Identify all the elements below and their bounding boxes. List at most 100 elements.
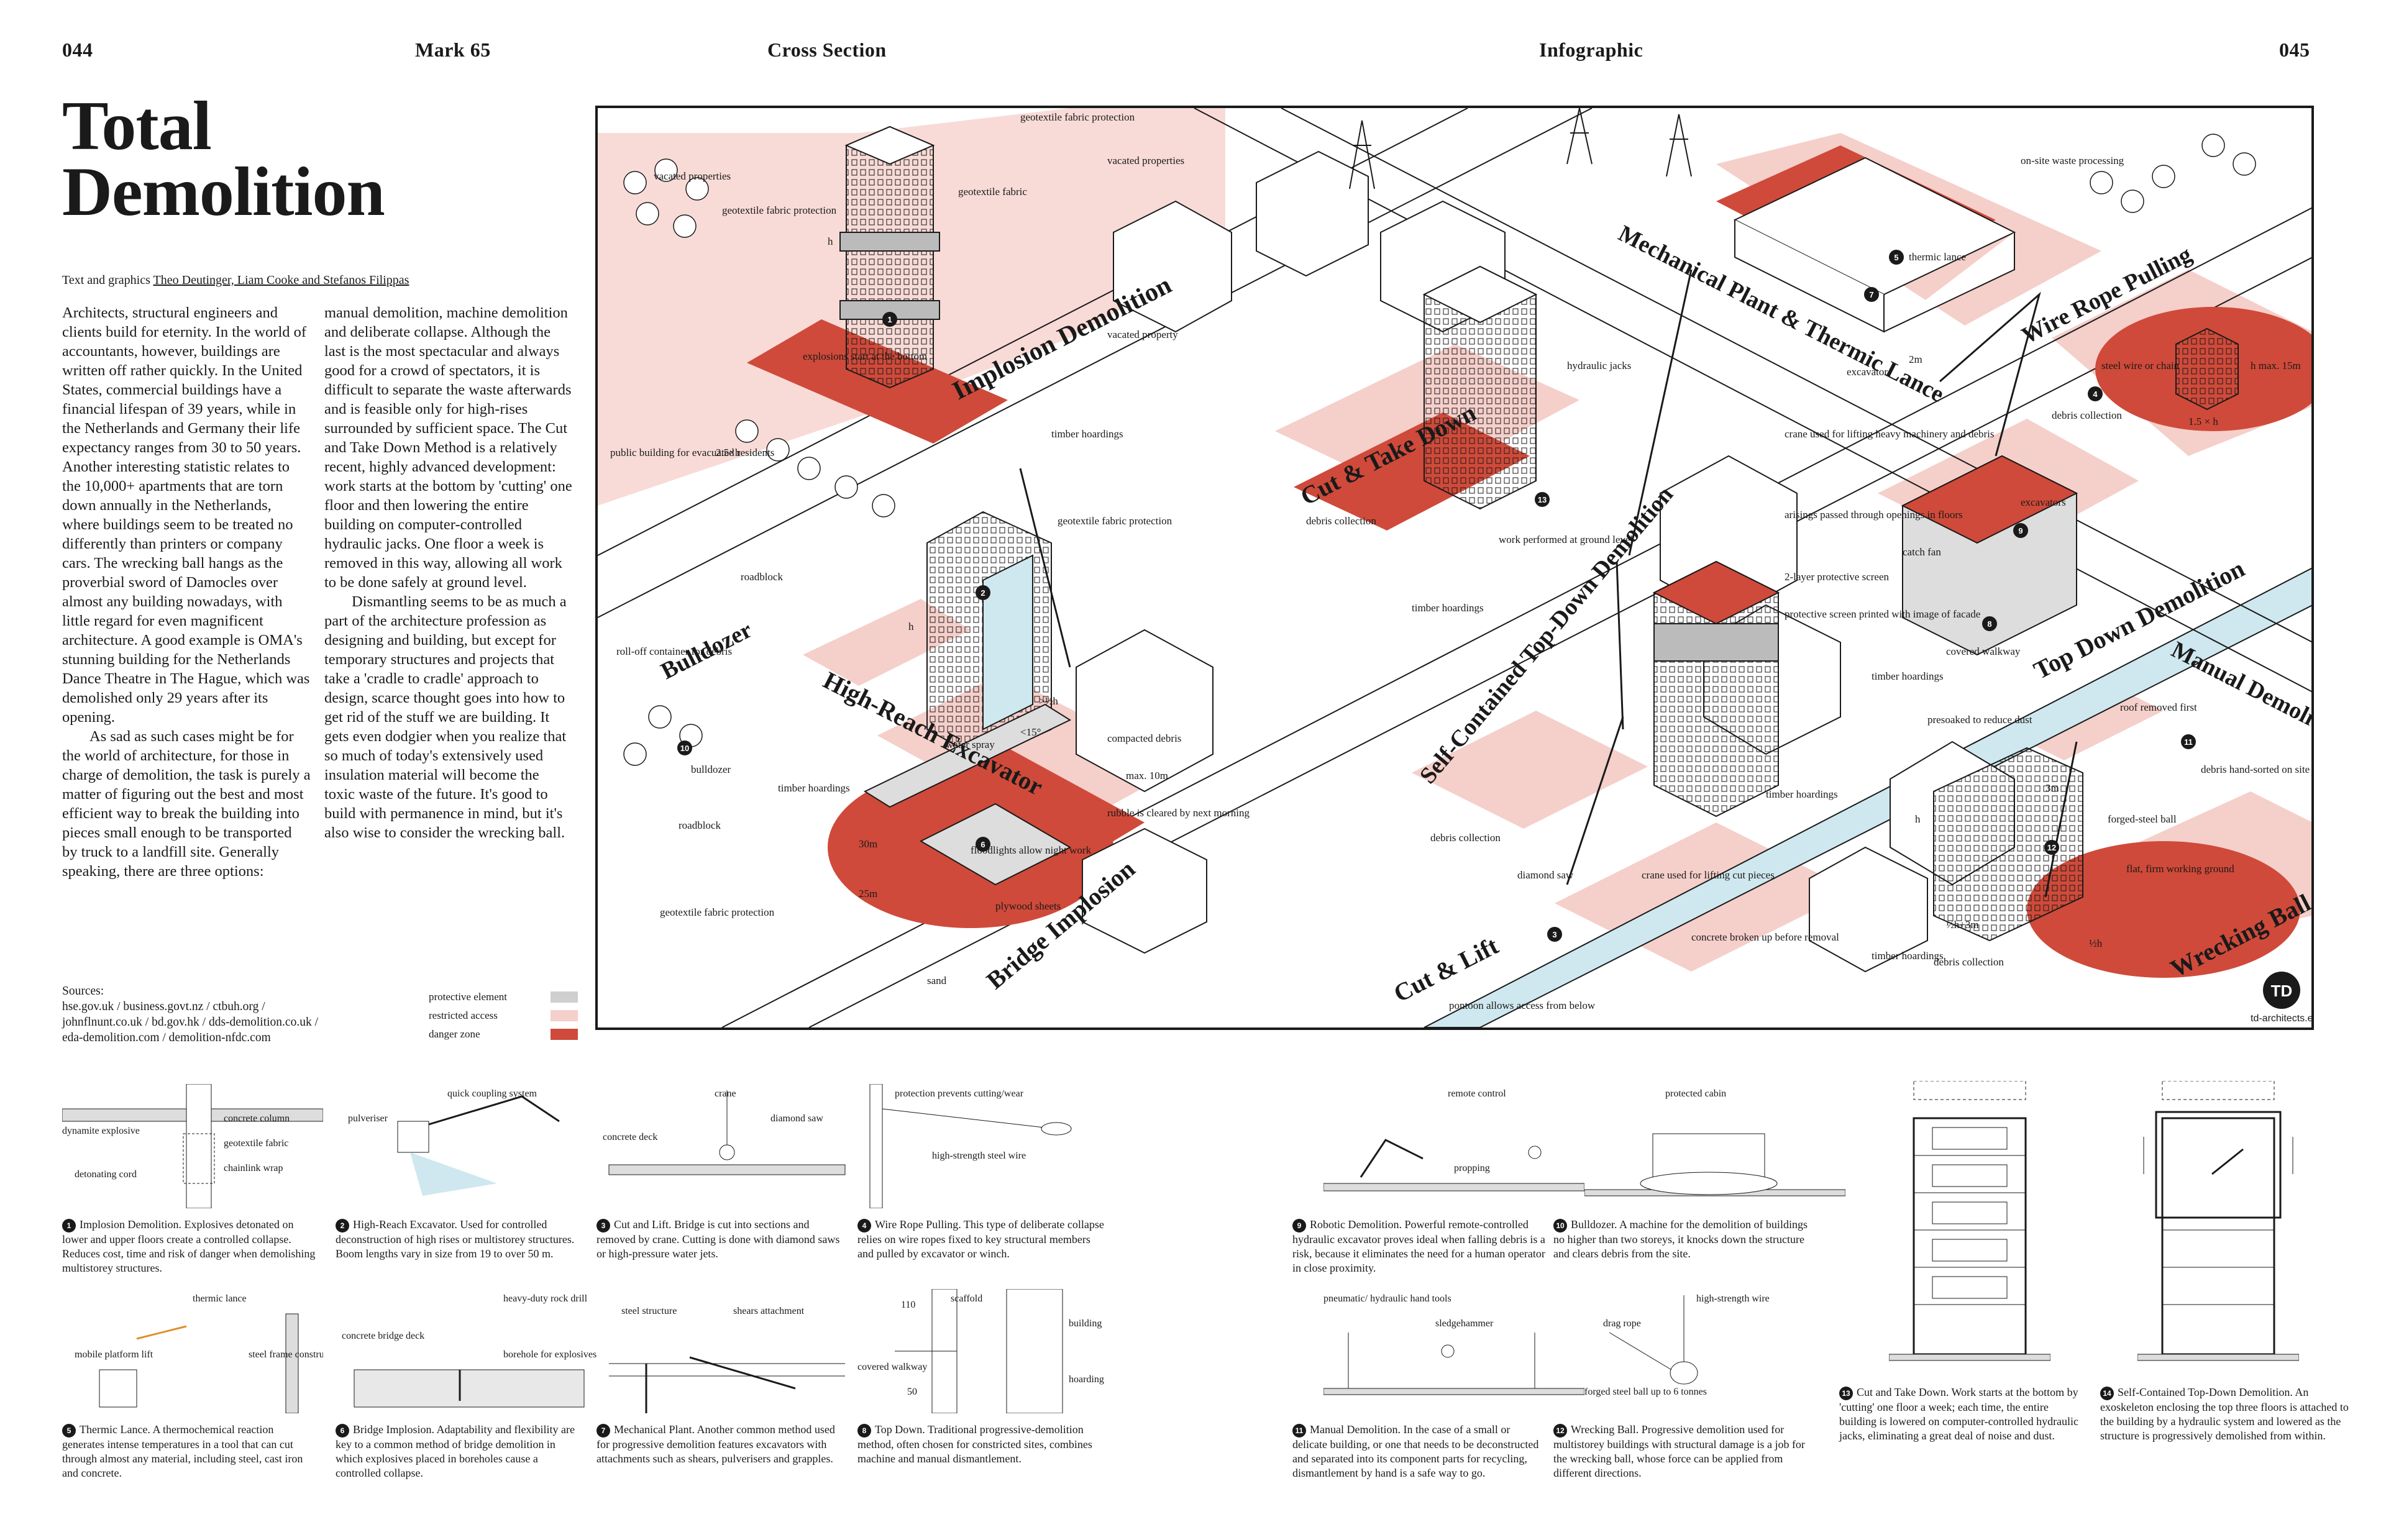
map-label: 25m bbox=[859, 888, 877, 900]
map-label: arisings passed through openings in floo… bbox=[1785, 509, 1963, 521]
map-label: on-site waste processing bbox=[2021, 155, 2124, 166]
svg-text:propping: propping bbox=[1454, 1163, 1490, 1173]
svg-text:12: 12 bbox=[2047, 843, 2056, 852]
svg-text:5: 5 bbox=[1894, 253, 1898, 262]
legend: protective element restricted access dan… bbox=[429, 988, 578, 1044]
map-label: roof removed first bbox=[2120, 701, 2197, 713]
body-column-2: manual demolition, machine demolition an… bbox=[324, 303, 573, 842]
diagram-4: protection prevents cutting/wear high-st… bbox=[857, 1084, 1118, 1208]
map-label: h bbox=[1915, 813, 1921, 825]
sources-line: eda-demolition.com / demolition-nfdc.com bbox=[62, 1031, 271, 1044]
map-label: concrete broken up before removal bbox=[1691, 931, 1839, 943]
article-credits: Text and graphics Theo Deutinger, Liam C… bbox=[62, 273, 409, 288]
svg-text:borehole for explosives: borehole for explosives bbox=[503, 1349, 596, 1360]
map-label: h max. 15m bbox=[2251, 360, 2301, 371]
legend-swatch bbox=[551, 991, 578, 1003]
svg-text:protected cabin: protected cabin bbox=[1665, 1088, 1726, 1099]
svg-text:sledgehammer: sledgehammer bbox=[1435, 1318, 1494, 1329]
svg-text:9: 9 bbox=[2018, 526, 2023, 535]
cranes bbox=[1019, 269, 2078, 898]
map-label: plywood sheets bbox=[995, 900, 1061, 912]
svg-text:13: 13 bbox=[1538, 495, 1547, 504]
svg-text:remote control: remote control bbox=[1448, 1088, 1506, 1099]
map-label: roll-off container for debris bbox=[616, 645, 732, 657]
map-canvas: 1 2 3 4 5 6 7 8 9 10 11 12 13 Implosion … bbox=[598, 108, 2311, 1027]
map-label: geotextile fabric protection bbox=[1020, 111, 1135, 123]
map-label: water spray bbox=[946, 739, 995, 750]
map-label: debris collection bbox=[1430, 832, 1501, 844]
svg-text:heavy-duty rock drill: heavy-duty rock drill bbox=[503, 1293, 588, 1304]
sources-line: johnflnunt.co.uk / bd.gov.hk / dds-demol… bbox=[62, 1016, 318, 1029]
isometric-map: 1 2 3 4 5 6 7 8 9 10 11 12 13 Implosion … bbox=[595, 106, 2314, 1030]
credits-names: Theo Deutinger, Liam Cooke and Stefanos … bbox=[153, 273, 409, 287]
diagram-12: high-strength wire drag rope forged stee… bbox=[1584, 1289, 1845, 1413]
svg-text:hoarding: hoarding bbox=[1069, 1374, 1104, 1385]
map-label: timber hoardings bbox=[778, 782, 850, 794]
title-line-2: Demolition bbox=[62, 153, 385, 230]
diagram-7: steel structure shears attachment bbox=[596, 1289, 857, 1413]
category-name: Infographic bbox=[1539, 39, 1643, 61]
svg-text:6: 6 bbox=[980, 840, 985, 849]
map-label: explosions start at the bottom bbox=[803, 350, 927, 362]
map-label: ½h bbox=[2089, 937, 2103, 949]
diagram-2: quick coupling system pulveriser bbox=[336, 1084, 596, 1208]
body-paragraph: As sad as such cases might be for the wo… bbox=[62, 728, 311, 880]
building-mechanical bbox=[1733, 157, 2016, 333]
sources: Sources: hse.gov.uk / business.govt.nz /… bbox=[62, 983, 410, 1046]
map-label: 2.5×h bbox=[716, 447, 741, 458]
svg-text:concrete deck: concrete deck bbox=[603, 1132, 657, 1142]
diagram-9: remote control propping bbox=[1323, 1084, 1584, 1208]
map-label: protective screen printed with image of … bbox=[1785, 608, 1980, 620]
diagram-1: dynamite explosive concrete column geote… bbox=[62, 1084, 323, 1208]
svg-text:dynamite explosive: dynamite explosive bbox=[62, 1126, 140, 1136]
map-label: timber hoardings bbox=[1872, 950, 1944, 962]
svg-text:8: 8 bbox=[1987, 619, 1991, 629]
map-label: presoaked to reduce dust bbox=[1927, 714, 2032, 726]
svg-text:high-strength steel wire: high-strength steel wire bbox=[932, 1150, 1026, 1161]
svg-text:1: 1 bbox=[887, 315, 892, 324]
map-labels: vacated properties geotextile fabric pro… bbox=[610, 111, 2310, 1011]
svg-text:concrete bridge deck: concrete bridge deck bbox=[342, 1331, 424, 1341]
body-paragraph: Architects, structural engineers and cli… bbox=[62, 304, 310, 726]
map-label: forged-steel ball bbox=[2108, 813, 2177, 825]
map-label: debris collection bbox=[1306, 515, 1376, 527]
svg-text:chainlink wrap: chainlink wrap bbox=[224, 1163, 283, 1173]
svg-text:2: 2 bbox=[980, 588, 985, 598]
map-label: catch fan bbox=[1903, 546, 1941, 558]
map-label: 2-layer protective screen bbox=[1785, 571, 1890, 583]
svg-text:high-strength wire: high-strength wire bbox=[1696, 1293, 1770, 1304]
diagram-3: crane diamond saw concrete deck bbox=[596, 1084, 857, 1208]
body-paragraph: Dismantling seems to be as much a part o… bbox=[324, 593, 567, 841]
tower-high-reach bbox=[926, 511, 1052, 762]
svg-text:thermic lance: thermic lance bbox=[193, 1293, 247, 1304]
svg-text:forged steel ball up to 6 tonn: forged steel ball up to 6 tonnes bbox=[1584, 1387, 1707, 1397]
map-label: 2m bbox=[1909, 353, 1922, 365]
map-label: vacated properties bbox=[654, 170, 731, 182]
body-column-1: Architects, structural engineers and cli… bbox=[62, 303, 311, 881]
svg-text:steel frame construction: steel frame construction bbox=[249, 1349, 323, 1360]
svg-text:10: 10 bbox=[680, 744, 689, 753]
title-line-1: Total bbox=[62, 88, 212, 165]
svg-text:7: 7 bbox=[1869, 290, 1873, 299]
tower-implosion bbox=[839, 125, 940, 389]
bridge bbox=[863, 703, 1072, 886]
section-name: Cross Section bbox=[767, 39, 887, 61]
map-label: roadblock bbox=[679, 819, 721, 831]
map-label: compacted debris bbox=[1107, 732, 1181, 744]
map-label: geotextile fabric bbox=[958, 186, 1027, 198]
credits-prefix: Text and graphics bbox=[62, 273, 153, 287]
legend-swatch bbox=[551, 1010, 578, 1021]
map-label: debris hand-sorted on site bbox=[2201, 763, 2310, 775]
svg-text:pneumatic/ hydraulic hand tool: pneumatic/ hydraulic hand tools bbox=[1323, 1293, 1451, 1304]
svg-text:4: 4 bbox=[2093, 390, 2098, 399]
diagram-13 bbox=[1889, 1081, 2050, 1392]
